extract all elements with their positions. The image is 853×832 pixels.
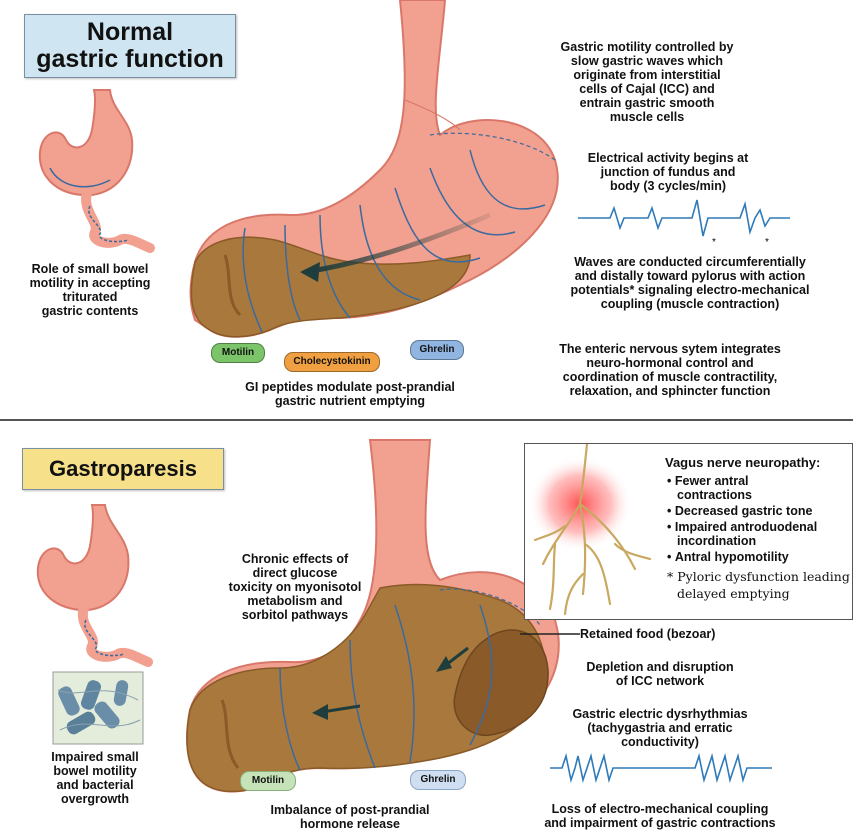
gastric-motility-text: Gastric motility controlled by slow gast… (522, 40, 772, 124)
small-bowel-caption: Role of small bowel motility in acceptin… (10, 262, 170, 318)
text-line: Gastric electric dysrhythmias (540, 707, 780, 721)
text-line: and impairment of gastric contractions (510, 816, 810, 830)
text-line: coupling (muscle contraction) (540, 297, 840, 311)
text-line: Gastric motility controlled by (522, 40, 772, 54)
text-line: Chronic effects of (215, 552, 375, 566)
bottom-waveform-icon (550, 756, 772, 780)
loss-coupling-text: Loss of electro-mechanical coupling and … (510, 802, 810, 830)
vagus-item-text: • Fewer antral (667, 474, 847, 488)
text-line: Antral hypomotility (675, 550, 789, 564)
vagus-heading: Vagus nerve neuropathy: (665, 456, 850, 470)
text-line: junction of fundus and (558, 165, 778, 179)
text-line: metabolism and (215, 594, 375, 608)
svg-text:*: * (712, 237, 716, 248)
vagus-item-text: • Impaired antroduodenal (667, 520, 852, 534)
text-line: direct glucose (215, 566, 375, 580)
text-line: sorbitol pathways (215, 608, 375, 622)
text-line: Decreased gastric tone (675, 504, 813, 518)
text-line: The enteric nervous sytem integrates (520, 342, 820, 356)
text-line: neuro-hormonal control and (520, 356, 820, 370)
motilin-pill: Motilin (211, 343, 265, 363)
imbalance-caption: Imbalance of post-prandial hormone relea… (240, 803, 460, 831)
bottom-title: Gastroparesis (22, 448, 224, 490)
text-line: coordination of muscle contractility, (520, 370, 820, 384)
caption-line: triturated (10, 290, 170, 304)
vagus-item-text: • Decreased gastric tone (667, 504, 852, 518)
text-line: relaxation, and sphincter function (520, 384, 820, 398)
vagus-item-2: • Decreased gastric tone (667, 504, 852, 518)
text-line: toxicity on myonisotol (215, 580, 375, 594)
top-stomach-icon (190, 0, 557, 337)
retained-food-label: Retained food (bezoar) (580, 627, 780, 641)
small-stomach-icon (40, 90, 150, 248)
small-stomach-gastroparesis-icon (38, 505, 148, 662)
vagus-item-3: • Impaired antroduodenal incordination (667, 520, 852, 548)
text-line: Impaired small (30, 750, 160, 764)
enteric-nervous-text: The enteric nervous sytem integrates neu… (520, 342, 820, 398)
text-line: delayed emptying (667, 585, 852, 602)
top-waveform-icon: * * (578, 200, 790, 248)
text-line: bowel motility (30, 764, 160, 778)
text-line: Loss of electro-mechanical coupling (510, 802, 810, 816)
text-line: of ICC network (560, 674, 760, 688)
caption-line: motility in accepting (10, 276, 170, 290)
caption-line: Role of small bowel (10, 262, 170, 276)
text-line: gastric nutrient emptying (225, 394, 475, 408)
text-line: hormone release (240, 817, 460, 831)
vagus-item-5: * Pyloric dysfunction leading to delayed… (667, 568, 852, 602)
text-line: Electrical activity begins at (558, 151, 778, 165)
text-line: body (3 cycles/min) (558, 179, 778, 193)
impaired-bowel-caption: Impaired small bowel motility and bacter… (30, 750, 160, 806)
ghrelin-pill-bottom: Ghrelin (410, 770, 466, 790)
waves-conducted-text: Waves are conducted circumferentially an… (540, 255, 840, 311)
text-line: incordination (667, 534, 852, 548)
caption-line: gastric contents (10, 304, 170, 318)
text-line: GI peptides modulate post-prandial (225, 380, 475, 394)
text-line: originate from interstitial (522, 68, 772, 82)
text-line: Imbalance of post-prandial (240, 803, 460, 817)
text-line: and bacterial (30, 778, 160, 792)
text-line: conductivity) (540, 735, 780, 749)
text-line: potentials* signaling electro-mechanical (540, 283, 840, 297)
vagus-item-text: * Pyloric dysfunction leading to (667, 568, 852, 585)
bottom-title-text: Gastroparesis (49, 456, 197, 481)
motilin-pill-bottom: Motilin (240, 771, 296, 791)
vagus-item-1: • Fewer antral contractions (667, 474, 847, 502)
text-line: and distally toward pylorus with action (540, 269, 840, 283)
vagus-item-4: • Antral hypomotility (667, 550, 852, 564)
text-line: Depletion and disruption (560, 660, 760, 674)
text-line: Fewer antral (675, 474, 749, 488)
text-line: Impaired antroduodenal (675, 520, 817, 534)
depletion-text: Depletion and disruption of ICC network (560, 660, 760, 688)
text-line: (tachygastria and erratic (540, 721, 780, 735)
vagus-item-text: • Antral hypomotility (667, 550, 852, 564)
electrical-activity-text: Electrical activity begins at junction o… (558, 151, 778, 193)
text-line: muscle cells (522, 110, 772, 124)
vagus-inset: Vagus nerve neuropathy: • Fewer antral c… (524, 443, 853, 620)
nerve-icon (525, 444, 655, 619)
peptides-caption: GI peptides modulate post-prandial gastr… (225, 380, 475, 408)
svg-text:*: * (765, 237, 769, 248)
ghrelin-pill: Ghrelin (410, 340, 464, 360)
text-line: slow gastric waves which (522, 54, 772, 68)
text-line: contractions (667, 488, 847, 502)
text-line: Waves are conducted circumferentially (540, 255, 840, 269)
text-line: cells of Cajal (ICC) and (522, 82, 772, 96)
text-line: overgrowth (30, 792, 160, 806)
chronic-effects-text: Chronic effects of direct glucose toxici… (215, 552, 375, 622)
bacteria-icon (53, 672, 143, 744)
cholecystokinin-pill: Cholecystokinin (284, 352, 380, 372)
text-line: Pyloric dysfunction leading to (677, 569, 852, 584)
text-line: entrain gastric smooth (522, 96, 772, 110)
dysrhythmia-text: Gastric electric dysrhythmias (tachygast… (540, 707, 780, 749)
